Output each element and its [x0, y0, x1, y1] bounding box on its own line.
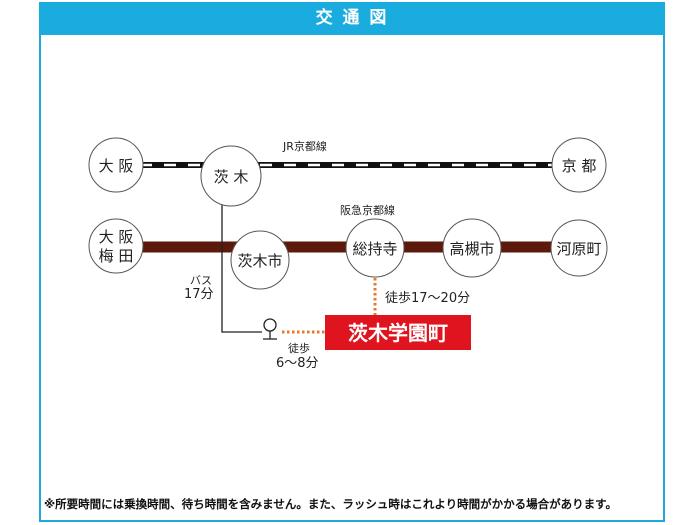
station-ibaraki: 茨 木: [200, 145, 262, 207]
station-osaka: 大 阪: [88, 137, 144, 193]
destination-name: 茨木学園町: [348, 321, 448, 345]
walk-sojiji-label: 徒歩17〜20分: [385, 291, 470, 306]
bus-time: 17分: [184, 287, 214, 302]
station-ibarakishi: 茨木市: [230, 230, 290, 290]
station-label: 茨木市: [237, 252, 282, 270]
hankyu-line-label: 阪急京都線: [340, 203, 395, 217]
station-sojiji: 総持寺: [345, 218, 405, 278]
station-kawaramachi: 河原町: [550, 219, 608, 277]
map-frame: [39, 2, 665, 522]
bus-stop-icon: [263, 318, 277, 340]
station-label: 京 都: [562, 157, 597, 175]
destination-box: [325, 315, 471, 350]
station-label: 総持寺: [352, 240, 397, 258]
jr-line-label: JR京都線: [282, 139, 327, 153]
station-label: 大 阪: [99, 157, 134, 175]
bus-route-line: [221, 198, 262, 333]
station-osaka-umeda: 大 阪 梅 田: [88, 218, 144, 274]
station-kyoto: 京 都: [551, 137, 607, 193]
station-label: 高槻市: [449, 240, 494, 258]
footnote: ※所要時間には乗換時間、待ち時間を含みません。また、ラッシュ時はこれより時間がか…: [44, 497, 617, 511]
station-takatsukishi: 高槻市: [442, 218, 502, 278]
station-label: 茨 木: [214, 168, 249, 186]
bus-label: バス: [190, 274, 212, 287]
walk-bus-label: 徒歩: [288, 341, 310, 355]
station-label: 大 阪: [99, 228, 134, 246]
page-title: 交 通 図: [39, 2, 665, 35]
station-label: 河原町: [556, 240, 601, 258]
walk-bus-time: 6〜8分: [276, 356, 319, 371]
station-label: 梅 田: [99, 247, 134, 265]
